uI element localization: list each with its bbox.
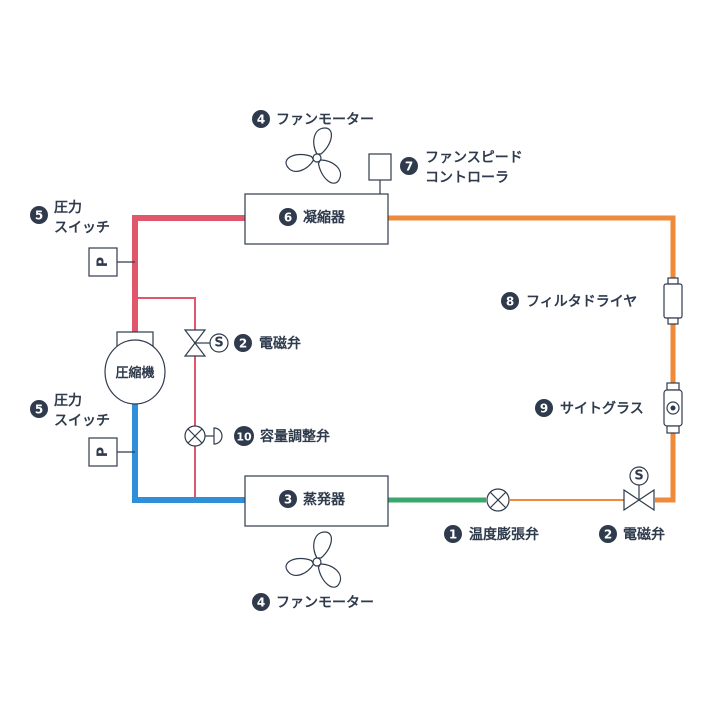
label-solenoid-left: 2 電磁弁 — [234, 334, 301, 352]
label-fan-motor-top: 4 ファンモーター — [252, 110, 374, 128]
svg-text:温度膨張弁: 温度膨張弁 — [469, 526, 539, 543]
svg-text:ファンモーター: ファンモーター — [276, 112, 374, 128]
label-capacity-valve: 10 容量調整弁 — [234, 426, 330, 446]
svg-text:ファンスピード: ファンスピード — [425, 150, 523, 166]
suction-pipe — [132, 380, 245, 503]
label-fan-speed-controller: 7 ファンスピード コントローラ — [400, 150, 523, 186]
compressor-label: 圧縮機 — [115, 365, 154, 381]
pressure-switch-top: P — [88, 247, 118, 277]
svg-text:スイッチ: スイッチ — [54, 220, 110, 236]
label-sight-glass: 9 サイトグラス — [535, 399, 644, 417]
svg-text:コントローラ: コントローラ — [425, 170, 509, 186]
condenser: 6 凝縮器 — [244, 193, 389, 245]
svg-text:電磁弁: 電磁弁 — [623, 526, 665, 543]
svg-text:2: 2 — [604, 528, 612, 542]
compressor: 圧縮機 — [104, 331, 166, 405]
svg-text:電磁弁: 電磁弁 — [259, 335, 301, 352]
condenser-label: 凝縮器 — [303, 209, 346, 226]
evaporator: 3 蒸発器 — [244, 475, 389, 527]
label-pressure-switch-top: 5 圧力 スイッチ — [30, 199, 110, 236]
solenoid-left-symbol: S — [214, 336, 223, 351]
svg-text:圧力: 圧力 — [54, 199, 82, 216]
capacity-valve-icon — [184, 425, 223, 447]
fan-top-icon — [285, 127, 341, 184]
filter-drier-icon — [663, 277, 683, 325]
sight-glass-icon — [663, 382, 683, 434]
svg-text:4: 4 — [257, 596, 265, 610]
liquid-pipe — [388, 215, 676, 503]
label-solenoid-right: 2 電磁弁 — [599, 525, 665, 543]
svg-text:8: 8 — [506, 295, 514, 309]
svg-text:スイッチ: スイッチ — [54, 413, 110, 429]
svg-text:2: 2 — [239, 337, 247, 351]
svg-text:4: 4 — [257, 113, 265, 127]
svg-text:5: 5 — [35, 403, 43, 417]
svg-text:1: 1 — [449, 528, 457, 542]
svg-text:容量調整弁: 容量調整弁 — [259, 428, 330, 445]
fan-speed-controller-box — [368, 153, 392, 181]
svg-text:圧力: 圧力 — [54, 392, 82, 409]
svg-text:7: 7 — [405, 160, 413, 174]
discharge-pipe — [132, 215, 245, 370]
evaporator-label: 蒸発器 — [303, 491, 346, 508]
label-expansion-valve: 1 温度膨張弁 — [444, 525, 539, 543]
solenoid-right-symbol: S — [634, 469, 643, 484]
svg-text:サイトグラス: サイトグラス — [560, 400, 644, 417]
label-filter-drier: 8 フィルタドライヤ — [501, 292, 637, 310]
pressure-switch-bottom-symbol: P — [95, 447, 111, 457]
solenoid-valve-left-icon: S — [183, 329, 229, 357]
svg-text:9: 9 — [540, 402, 548, 416]
fan-bottom-icon — [285, 531, 341, 588]
pressure-switch-bottom: P — [88, 437, 118, 467]
svg-text:5: 5 — [35, 209, 43, 223]
svg-text:ファンモーター: ファンモーター — [276, 595, 374, 611]
svg-text:フィルタドライヤ: フィルタドライヤ — [526, 294, 637, 310]
evaporator-num: 3 — [284, 493, 292, 507]
svg-text:10: 10 — [236, 431, 252, 444]
label-fan-motor-bottom: 4 ファンモーター — [252, 593, 374, 611]
label-pressure-switch-bottom: 5 圧力 スイッチ — [30, 392, 110, 429]
pressure-switch-top-symbol: P — [95, 257, 111, 267]
solenoid-valve-right-icon: S — [623, 466, 655, 512]
expansion-valve-icon — [486, 488, 510, 512]
condenser-num: 6 — [284, 211, 292, 225]
